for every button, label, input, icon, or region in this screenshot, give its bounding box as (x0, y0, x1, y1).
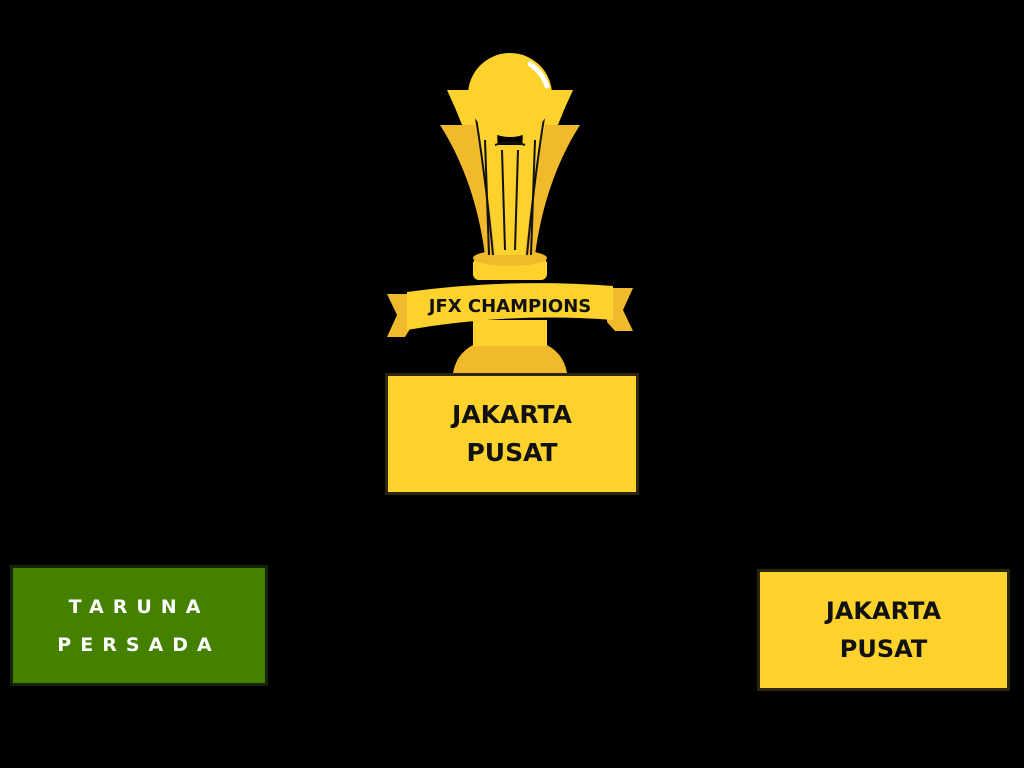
finalist-left-line1: TARUNA (68, 595, 210, 618)
finalist-box-right: JAKARTA PUSAT (757, 569, 1010, 691)
trophy-icon: JFX CHAMPIONS (387, 53, 633, 373)
trophy-banner-text: JFX CHAMPIONS (427, 296, 591, 317)
finalist-right-line1: JAKARTA (825, 597, 942, 625)
finalist-box-left: TARUNA PERSADA (10, 565, 268, 686)
champion-name-line1: JAKARTA (452, 400, 572, 429)
finalist-right-line2: PUSAT (839, 635, 928, 663)
champion-box: JAKARTA PUSAT (385, 373, 639, 495)
champion-name-line2: PUSAT (466, 438, 558, 467)
finalist-left-line2: PERSADA (57, 633, 221, 656)
